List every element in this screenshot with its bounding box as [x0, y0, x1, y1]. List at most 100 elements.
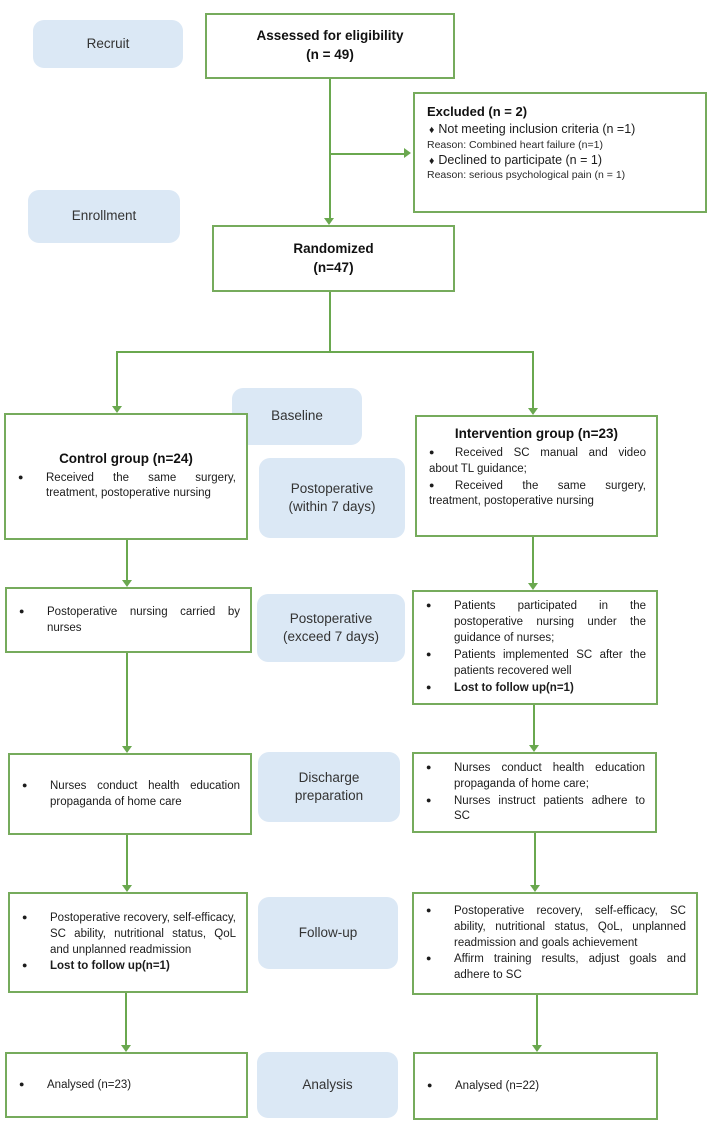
stage-label-follow-up: Follow-up — [258, 897, 398, 969]
arrowhead-down-icon — [112, 406, 122, 413]
connector-assessed-to-randomized — [329, 79, 331, 219]
arrowhead-down-icon — [528, 408, 538, 415]
list-item-text: Nurses instruct patients adhere to SC — [454, 794, 645, 823]
excluded-item: Not meeting inclusion criteria (n =1) — [427, 121, 697, 138]
list-item: Patients participated in the postoperati… — [426, 599, 646, 647]
excluded-reason: Reason: Combined heart failure (n=1) — [427, 138, 603, 151]
box-n-count: (n = 49) — [306, 47, 354, 62]
bullet-icon — [19, 1078, 47, 1094]
connector-branch-horizontal — [116, 351, 534, 353]
stage-label-text: Enrollment — [71, 208, 137, 224]
diamond-bullet-icon — [427, 153, 438, 167]
list-item: Nurses instruct patients adhere to SC — [426, 794, 645, 826]
intervention-group-box: Intervention group (n=23) Received SC ma… — [415, 415, 658, 537]
connector-intervention-4 — [536, 995, 538, 1046]
list-item: Nurses conduct health education propagan… — [426, 761, 645, 793]
list-item: Analysed (n=22) — [427, 1079, 646, 1095]
stage-label-recruit: Recruit — [33, 20, 183, 68]
stage-label-baseline: Baseline — [232, 388, 362, 445]
connector-intervention-3 — [534, 833, 536, 886]
control-discharge-box: Nurses conduct health education propagan… — [8, 753, 252, 835]
list-item: Postoperative recovery, self-efficacy, S… — [426, 904, 686, 952]
stage-label-text: Discharge preparation — [294, 769, 364, 803]
list-item: Lost to follow up(n=1) — [22, 959, 236, 975]
intervention-discharge-box: Nurses conduct health education propagan… — [412, 752, 657, 833]
bullet-icon — [426, 761, 454, 793]
stage-label-enrollment: Enrollment — [28, 190, 180, 243]
stage-label-postoperative-exceed-7-days: Postoperative (exceed 7 days) — [257, 594, 405, 662]
excluded-box: Excluded (n = 2) Not meeting inclusion c… — [413, 92, 707, 213]
connector-intervention-2 — [533, 705, 535, 746]
bullet-icon — [429, 479, 455, 495]
list-item: Received the same surgery, treatment, po… — [18, 471, 236, 503]
list-item-text: Lost to follow up(n=1) — [454, 681, 574, 694]
stage-label-text: Baseline — [271, 408, 323, 424]
list-item-text: Patients participated in the postoperati… — [454, 600, 646, 645]
stage-label-text: Postoperative (exceed 7 days) — [282, 610, 380, 644]
list-item: Lost to follow up(n=1) — [426, 681, 646, 697]
arrowhead-down-icon — [122, 746, 132, 753]
box-title: Excluded (n = 2) — [427, 104, 528, 119]
list-item-text: Received the same surgery, treatment, po… — [46, 471, 236, 500]
stage-label-analysis: Analysis — [257, 1052, 398, 1118]
control-postoperative-box: Postoperative nursing carried by nurses — [5, 587, 252, 653]
control-group-box: Control group (n=24) Received the same s… — [4, 413, 248, 540]
box-n-count: (n=47) — [313, 259, 354, 275]
list-item-text: Nurses conduct health education propagan… — [454, 761, 645, 790]
bullet-icon — [22, 911, 50, 959]
list-item: Patients implemented SC after the patien… — [426, 648, 646, 680]
bullet-icon — [426, 599, 454, 647]
arrowhead-down-icon — [530, 885, 540, 892]
intervention-follow-up-box: Postoperative recovery, self-efficacy, S… — [412, 892, 698, 995]
connector-to-excluded — [330, 153, 404, 155]
list-item-text: Received the same surgery, treatment, po… — [429, 479, 646, 508]
list-item: Postoperative nursing carried by nurses — [19, 605, 240, 637]
connector-branch-right — [532, 351, 534, 408]
arrowhead-down-icon — [122, 885, 132, 892]
stage-label-discharge-preparation: Discharge preparation — [258, 752, 400, 822]
arrowhead-down-icon — [532, 1045, 542, 1052]
box-title: Assessed for eligibility — [256, 28, 404, 44]
connector-control-2 — [126, 653, 128, 747]
list-item: Received SC manual and video about TL gu… — [429, 446, 646, 478]
bullet-icon — [427, 1079, 455, 1095]
stage-label-text: Postoperative (within 7 days) — [288, 480, 376, 514]
excluded-item-text: Not meeting inclusion criteria (n =1) — [438, 121, 636, 136]
list-item: Received the same surgery, treatment, po… — [429, 479, 646, 511]
connector-randomized-down — [329, 292, 331, 353]
connector-control-3 — [126, 835, 128, 886]
bullet-icon — [426, 904, 454, 952]
bullet-icon — [426, 681, 454, 697]
list-item: Nurses conduct health education propagan… — [22, 779, 240, 811]
connector-branch-left — [116, 351, 118, 406]
arrowhead-down-icon — [324, 218, 334, 225]
excluded-reason: Reason: serious psychological pain (n = … — [427, 169, 626, 182]
list-item-text: Nurses conduct health education propagan… — [50, 779, 240, 808]
bullet-icon — [426, 648, 454, 680]
list-item-text: Analysed (n=23) — [47, 1078, 132, 1091]
list-item: Postoperative recovery, self-efficacy, S… — [22, 911, 236, 959]
bullet-icon — [22, 779, 50, 811]
list-item-text: Postoperative recovery, self-efficacy, S… — [50, 911, 236, 956]
excluded-item: Declined to participate (n = 1) — [427, 152, 697, 169]
list-item-text: Postoperative nursing carried by nurses — [47, 605, 240, 634]
list-item: Affirm training results, adjust goals an… — [426, 952, 686, 984]
randomized-box: Randomized (n=47) — [212, 225, 455, 292]
excluded-item-text: Declined to participate (n = 1) — [438, 152, 602, 167]
connector-control-4 — [125, 993, 127, 1046]
arrowhead-right-icon — [404, 148, 411, 158]
bullet-icon — [426, 794, 454, 826]
connector-control-1 — [126, 540, 128, 581]
arrowhead-down-icon — [528, 583, 538, 590]
bullet-icon — [429, 446, 455, 462]
intervention-analysed-box: Analysed (n=22) — [413, 1052, 658, 1120]
diamond-bullet-icon — [427, 122, 438, 136]
control-follow-up-box: Postoperative recovery, self-efficacy, S… — [8, 892, 248, 993]
box-title: Control group (n=24) — [59, 450, 193, 466]
list-item-text: Affirm training results, adjust goals an… — [454, 953, 686, 982]
list-item-text: Analysed (n=22) — [455, 1079, 540, 1092]
arrowhead-down-icon — [121, 1045, 131, 1052]
arrowhead-down-icon — [529, 745, 539, 752]
stage-label-text: Recruit — [86, 35, 130, 51]
